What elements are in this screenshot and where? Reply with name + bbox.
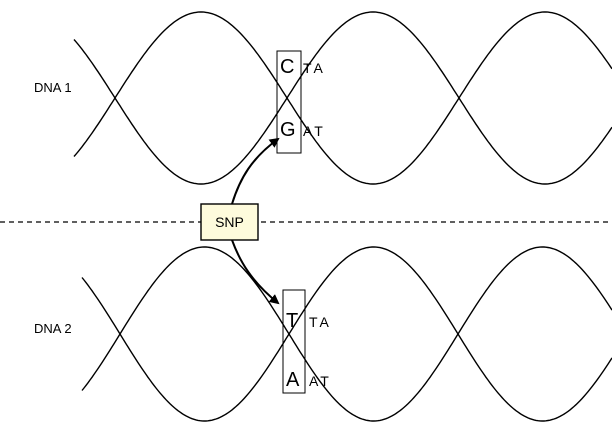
dna1-label: DNA 1: [34, 80, 72, 95]
dna1-top-rest: TA: [303, 60, 326, 76]
dna2-snp-box: [282, 289, 306, 394]
arrow-to-dna2: [231, 239, 280, 305]
snp-box: [200, 203, 259, 241]
dna1-bottom-base: G: [280, 119, 296, 141]
dna2-label: DNA 2: [34, 321, 72, 336]
dna1-top-base: C: [280, 56, 294, 78]
dna2-top-base: T: [286, 310, 298, 332]
dna1-bottom-rest: AT: [303, 123, 326, 139]
dna1-strand-b: [73, 11, 612, 185]
dna2-strand-b: [81, 246, 612, 422]
arrow-to-dna1: [231, 137, 280, 205]
dna2-strand-a: [81, 246, 612, 422]
dna2-bottom-base: A: [286, 369, 300, 391]
dna2-bottom-rest: AT: [309, 373, 332, 389]
snp-label: SNP: [215, 214, 244, 230]
dna2-helix: [81, 246, 612, 422]
dna1-strand-a: [73, 11, 612, 185]
dna1-helix: [73, 11, 612, 185]
dna1-snp-box: [276, 50, 302, 154]
dna2-top-rest: TA: [309, 314, 332, 330]
